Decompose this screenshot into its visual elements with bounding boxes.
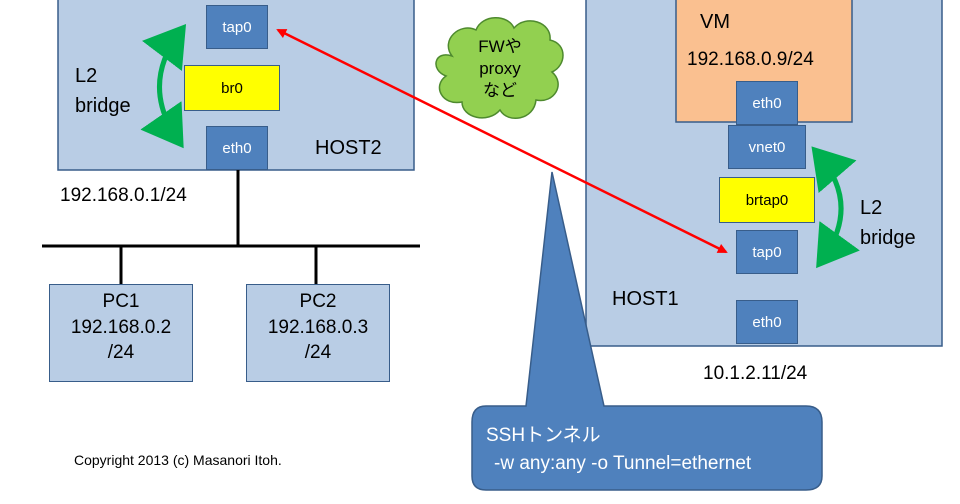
pc2-mask: /24 (304, 342, 332, 364)
pc1-mask: /24 (107, 342, 135, 364)
host2-label: HOST2 (315, 137, 382, 159)
host2-bridge-arrow (140, 24, 187, 149)
tunnel-arrow (276, 28, 728, 254)
callout-line1: SSHトンネル (486, 425, 601, 446)
host1-vnet0-interface: vnet0 (728, 125, 806, 169)
host1-eth0-interface: eth0 (736, 300, 798, 344)
vm-ip: 192.168.0.9/24 (687, 49, 814, 70)
cloud-line-3: など (483, 81, 517, 101)
pc1-box: PC1 192.168.0.2 /24 (49, 284, 193, 382)
host2-eth0-interface: eth0 (206, 126, 268, 170)
host2-bridge-label-line2: bridge (75, 95, 131, 117)
pc1-ip: 192.168.0.2 (70, 316, 172, 338)
cloud-text: FWや proxy など (450, 36, 550, 102)
pc2-box: PC2 192.168.0.3 /24 (246, 284, 390, 382)
host1-bridge-arrow (811, 146, 860, 269)
pc2-ip: 192.168.0.3 (267, 316, 369, 338)
host1-tap0-interface: tap0 (736, 230, 798, 274)
host2-ip: 192.168.0.1/24 (60, 185, 187, 206)
host1-brtap0-bridge: brtap0 (719, 177, 815, 223)
host2-tap0-interface: tap0 (206, 5, 268, 49)
host1-ip: 10.1.2.11/24 (703, 363, 808, 384)
copyright-text: Copyright 2013 (c) Masanori Itoh. (74, 452, 282, 468)
pc1-name: PC1 (102, 291, 140, 312)
vm-eth0-interface: eth0 (736, 81, 798, 125)
cloud-line-1: FWや (478, 37, 522, 56)
host1-bridge-label-line2: bridge (860, 227, 916, 249)
host1-bridge-label-line1: L2 (860, 197, 883, 219)
host2-bridge-label-line1: L2 (75, 65, 98, 87)
vm-label: VM (700, 11, 730, 33)
callout-line2: -w any:any -o Tunnel=ethernet (494, 453, 752, 474)
pc2-name: PC2 (299, 291, 337, 312)
host2-br0-bridge: br0 (184, 65, 280, 111)
cloud-line-2: proxy (479, 59, 521, 79)
host1-label: HOST1 (612, 288, 679, 310)
